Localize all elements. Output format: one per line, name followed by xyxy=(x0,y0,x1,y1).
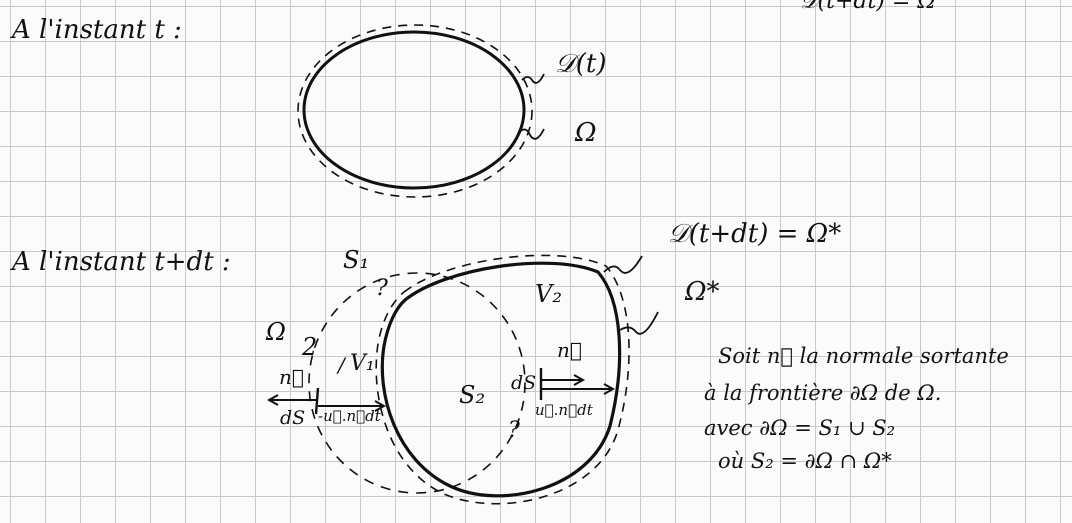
displacement-arrowhead-right xyxy=(603,383,616,395)
leader-D-tdt xyxy=(603,255,643,274)
displacement-arrowhead-left xyxy=(374,400,387,412)
label-omega-star: Ω* xyxy=(684,277,720,307)
leader-omega-star xyxy=(619,311,659,335)
heading-instant-t: A l'instant t : xyxy=(10,15,182,45)
label-omega-left: Ω xyxy=(265,318,286,346)
label-u-right: u⃗.n⃗dt xyxy=(535,401,594,419)
label-n-left: n⃗ xyxy=(279,365,304,389)
domain-D-t-boundary xyxy=(297,24,533,198)
label-n-right: n⃗ xyxy=(557,338,582,362)
label-D-t: 𝒟(t) xyxy=(555,49,606,79)
label-D-tdt: 𝒟(t+dt) = Ω* xyxy=(668,219,841,249)
label-S2: S₂ xyxy=(459,381,485,409)
leader-omega xyxy=(517,128,545,140)
label-V1: V₁ xyxy=(350,351,375,376)
normal-arrowhead-right xyxy=(573,374,586,386)
label-ds-right: dS xyxy=(511,372,536,394)
note-line-3: avec ∂Ω = S₁ ∪ S₂ xyxy=(704,416,895,440)
label-omega: Ω xyxy=(574,118,597,148)
cropped-top-label: 𝒟(t+dt) = Ω xyxy=(800,0,936,14)
squiggle-omega-left: 2 xyxy=(301,333,317,361)
squiggle-S1: ? xyxy=(376,276,388,301)
leader-D-t xyxy=(521,73,545,84)
label-u-left: -u⃗.n⃗dt xyxy=(318,407,382,425)
domain-D-tdt-boundary xyxy=(375,254,630,505)
domain-omega-boundary xyxy=(302,30,526,190)
domain-omega-old-boundary xyxy=(308,272,526,494)
label-S1: S₁ xyxy=(343,246,369,274)
note-line-1: Soit n⃗ la normale sortante xyxy=(718,344,1009,368)
note-line-2: à la frontière ∂Ω de Ω. xyxy=(704,381,941,405)
squiggle-V1: / xyxy=(336,353,347,377)
note-line-4: où S₂ = ∂Ω ∩ Ω* xyxy=(718,449,892,473)
heading-instant-t-dt: A l'instant t+dt : xyxy=(10,247,231,277)
label-V2: V₂ xyxy=(535,280,562,308)
surface-element-left xyxy=(314,387,320,415)
normal-arrowhead-left xyxy=(266,394,279,406)
label-ds-left: dS xyxy=(280,407,305,429)
domain-omega-star-boundary xyxy=(380,261,622,498)
squiggle-S2: ? xyxy=(508,418,520,443)
